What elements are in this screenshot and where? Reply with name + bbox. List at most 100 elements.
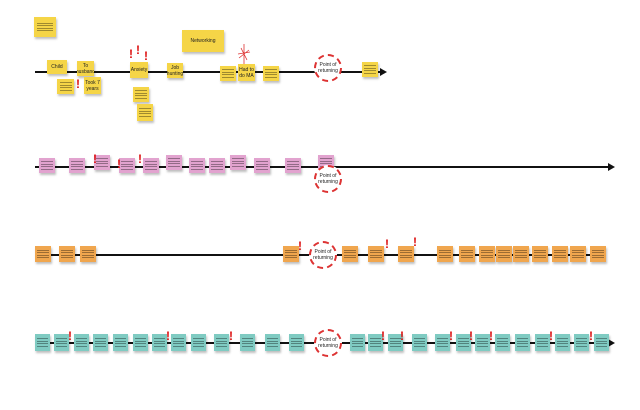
sticky-note[interactable]	[456, 334, 471, 351]
anxiety-note[interactable]: Anxiety	[130, 62, 148, 78]
sticky-note[interactable]	[137, 104, 153, 121]
sticky-note[interactable]	[283, 246, 299, 262]
sticky-note[interactable]	[388, 334, 403, 351]
sticky-note[interactable]	[495, 334, 510, 351]
sticky-note[interactable]	[143, 158, 159, 173]
sticky-note[interactable]	[496, 246, 512, 262]
exclamation-icon: !	[385, 237, 389, 251]
exclamation-icon: !	[166, 329, 170, 343]
sticky-note[interactable]	[350, 334, 365, 351]
sticky-note[interactable]	[437, 246, 453, 262]
sticky-note[interactable]	[119, 158, 135, 173]
sticky-note[interactable]	[555, 334, 570, 351]
note-scribble-text	[344, 248, 356, 260]
note-scribble-text	[135, 337, 146, 349]
sticky-note[interactable]	[479, 246, 495, 262]
sticky-note[interactable]	[113, 334, 128, 351]
sticky-note[interactable]	[54, 334, 69, 351]
sticky-note[interactable]	[398, 246, 414, 262]
sticky-note[interactable]	[435, 334, 450, 351]
sticky-note[interactable]	[35, 246, 51, 262]
note-scribble-text	[145, 160, 157, 172]
sticky-note[interactable]	[209, 158, 225, 173]
exclamation-icon: !	[76, 77, 80, 91]
sticky-note[interactable]	[570, 246, 586, 262]
note-scribble-text	[414, 337, 425, 349]
note-scribble-text	[37, 337, 48, 349]
sticky-note[interactable]	[220, 66, 236, 81]
sticky-note[interactable]	[289, 334, 304, 351]
to-husband-note[interactable]: To husband	[77, 61, 94, 76]
exclamation-icon: !	[129, 47, 133, 61]
sticky-note[interactable]	[594, 334, 609, 351]
exclamation-icon: !	[93, 152, 97, 166]
sticky-note[interactable]	[459, 246, 475, 262]
note-scribble-text	[370, 337, 381, 349]
took-7-years-note[interactable]: Took 7 years	[84, 77, 101, 94]
sticky-note[interactable]	[74, 334, 89, 351]
note-scribble-text	[95, 337, 106, 349]
note-scribble-text	[458, 337, 469, 349]
sticky-note[interactable]	[171, 334, 186, 351]
sticky-note[interactable]	[342, 246, 358, 262]
networking-note[interactable]: Networking	[182, 30, 224, 52]
sticky-note[interactable]	[263, 66, 279, 81]
sticky-note[interactable]	[574, 334, 589, 351]
note-scribble-text	[596, 337, 607, 349]
sticky-note[interactable]	[80, 246, 96, 262]
sticky-note[interactable]	[535, 334, 550, 351]
note-scribble-text	[61, 248, 73, 260]
sticky-note[interactable]	[39, 158, 55, 173]
sticky-note[interactable]	[590, 246, 606, 262]
exclamation-icon: !	[469, 329, 473, 343]
note-scribble-text	[352, 337, 363, 349]
note-scribble-text	[56, 337, 67, 349]
blank-sticky-note[interactable]	[34, 17, 56, 37]
sticky-note[interactable]	[368, 334, 383, 351]
sticky-note[interactable]	[93, 334, 108, 351]
sticky-note[interactable]	[57, 79, 74, 94]
sticky-note[interactable]	[69, 158, 85, 173]
sticky-note[interactable]	[254, 158, 270, 173]
exclamation-icon: !	[68, 329, 72, 343]
note-scribble-text	[534, 248, 546, 260]
exclamation-icon: !	[298, 239, 302, 253]
sticky-note[interactable]	[240, 334, 255, 351]
note-scribble-text	[59, 81, 72, 93]
sticky-note[interactable]	[189, 158, 205, 173]
exclamation-icon: !	[138, 152, 142, 166]
sticky-note[interactable]	[552, 246, 568, 262]
sticky-note[interactable]	[285, 158, 301, 173]
sticky-note[interactable]	[152, 334, 167, 351]
note-scribble-text	[154, 337, 165, 349]
sticky-note[interactable]	[412, 334, 427, 351]
job-hunting-note[interactable]: Job hunting	[167, 63, 183, 78]
note-scribble-text	[135, 89, 147, 101]
sticky-note[interactable]	[368, 246, 384, 262]
had-to-do-ma-note[interactable]: Had to do MA	[238, 64, 255, 81]
note-scribble-text	[576, 337, 587, 349]
sticky-note[interactable]	[133, 334, 148, 351]
sticky-note[interactable]	[515, 334, 530, 351]
note-scribble-text	[222, 68, 234, 80]
note-scribble-text	[439, 248, 451, 260]
sticky-note[interactable]	[513, 246, 529, 262]
note-scribble-text	[557, 337, 568, 349]
sticky-note[interactable]	[214, 334, 229, 351]
sticky-note[interactable]	[265, 334, 280, 351]
note-scribble-text	[96, 157, 108, 169]
child-note[interactable]: Child	[47, 60, 67, 74]
sticky-note[interactable]	[362, 62, 378, 77]
sticky-note[interactable]	[166, 155, 182, 170]
sticky-note[interactable]	[59, 246, 75, 262]
sticky-note[interactable]	[475, 334, 490, 351]
sticky-note[interactable]	[532, 246, 548, 262]
note-scribble-text	[498, 248, 510, 260]
sticky-note[interactable]	[35, 334, 50, 351]
sticky-note[interactable]	[230, 155, 246, 170]
sticky-note[interactable]	[94, 155, 110, 170]
note-scribble-text	[390, 337, 401, 349]
sticky-note[interactable]	[191, 334, 206, 351]
note-scribble-text	[497, 337, 508, 349]
sticky-note[interactable]	[133, 87, 149, 102]
